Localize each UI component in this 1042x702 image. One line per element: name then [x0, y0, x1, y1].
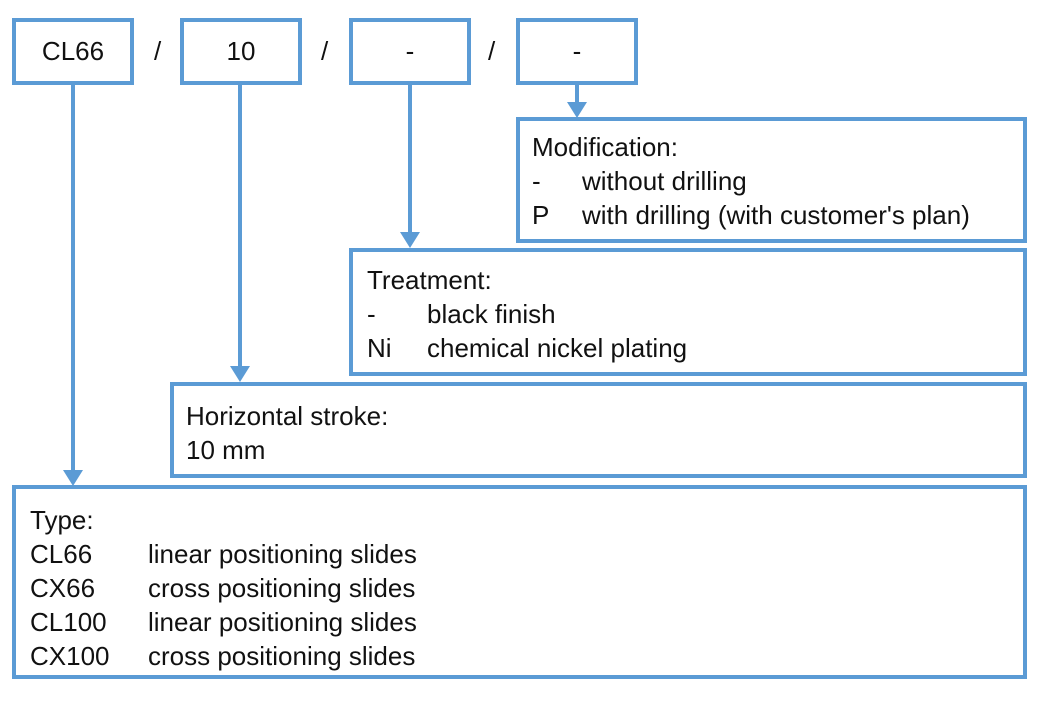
type-box: Type: CL66 linear positioning slides CX6…	[12, 485, 1027, 679]
modification-value: without drilling	[582, 166, 747, 196]
treatment-row: - black finish	[367, 297, 1023, 331]
arrow-treatment-head	[400, 232, 420, 248]
code-modification-value: -	[572, 36, 582, 66]
modification-box: Modification: - without drilling P with …	[516, 117, 1027, 243]
modification-key: P	[532, 200, 550, 230]
modification-value: with drilling (with customer's plan)	[582, 200, 970, 230]
type-row: CL100 linear positioning slides	[30, 605, 1023, 639]
code-type-value: CL66	[41, 36, 105, 66]
treatment-value: black finish	[427, 299, 556, 329]
type-key: CL66	[30, 539, 93, 569]
modification-row: P with drilling (with customer's plan)	[532, 198, 1023, 232]
treatment-value: chemical nickel plating	[427, 333, 688, 363]
treatment-key: -	[367, 299, 376, 329]
separator-3: /	[488, 36, 496, 66]
type-row: CX66 cross positioning slides	[30, 571, 1023, 605]
type-title: Type:	[30, 505, 94, 535]
type-value: cross positioning slides	[148, 641, 416, 671]
code-stroke-value: 10	[226, 36, 256, 66]
stroke-value: 10 mm	[186, 435, 266, 465]
modification-key: -	[532, 166, 541, 196]
stroke-title: Horizontal stroke:	[186, 401, 389, 431]
type-key: CX66	[30, 573, 96, 603]
arrow-type-head	[63, 470, 83, 486]
type-value: linear positioning slides	[148, 539, 417, 569]
type-row: CX100 cross positioning slides	[30, 639, 1023, 673]
modification-title: Modification:	[532, 132, 678, 162]
code-type-box: CL66	[12, 18, 134, 85]
code-treatment-value: -	[405, 36, 415, 66]
code-stroke-box: 10	[180, 18, 302, 85]
treatment-row: Ni chemical nickel plating	[367, 331, 1023, 365]
stroke-box: Horizontal stroke: 10 mm	[170, 382, 1027, 478]
type-value: cross positioning slides	[148, 573, 416, 603]
type-key: CL100	[30, 607, 107, 637]
separator-2: /	[321, 36, 329, 66]
treatment-box: Treatment: - black finish Ni chemical ni…	[349, 248, 1027, 376]
code-modification-box: -	[516, 18, 638, 85]
modification-row: - without drilling	[532, 164, 1023, 198]
type-row: CL66 linear positioning slides	[30, 537, 1023, 571]
treatment-title: Treatment:	[367, 265, 492, 295]
type-key: CX100	[30, 641, 110, 671]
type-value: linear positioning slides	[148, 607, 417, 637]
treatment-key: Ni	[367, 333, 392, 363]
separator-1: /	[154, 36, 162, 66]
arrow-stroke-head	[230, 366, 250, 382]
arrow-modification-head	[567, 102, 587, 118]
code-treatment-box: -	[349, 18, 471, 85]
